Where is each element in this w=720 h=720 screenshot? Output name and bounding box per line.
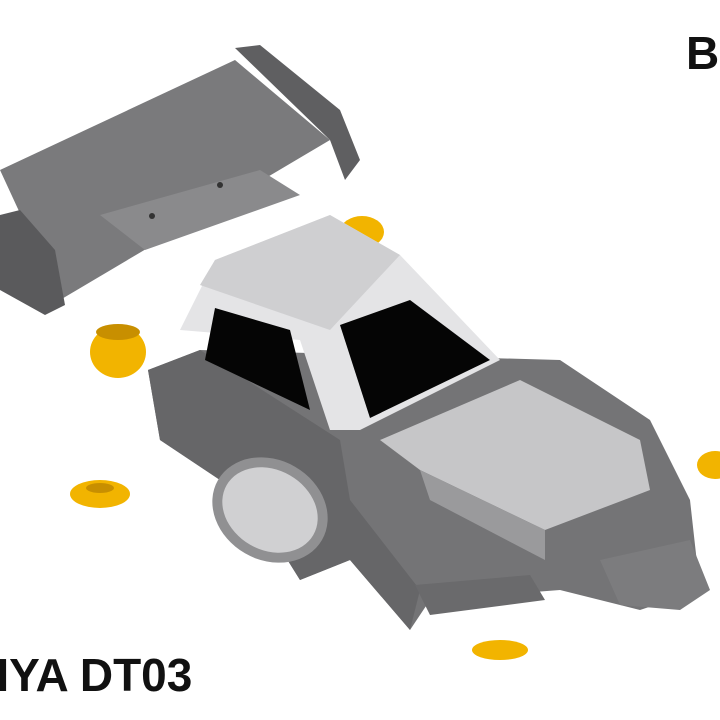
caption-right: B	[686, 27, 720, 79]
caption-left: MIYA DT03	[0, 649, 193, 701]
cabin	[180, 215, 500, 430]
car-body	[148, 350, 710, 630]
rear-wing	[0, 45, 360, 315]
